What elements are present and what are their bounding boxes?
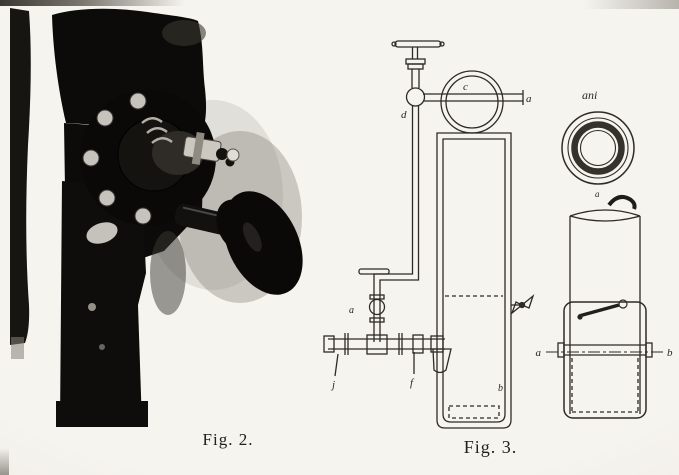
carbide-tube — [569, 194, 641, 414]
down-pipe — [358, 106, 420, 342]
label-a-lower-valve: a — [349, 305, 354, 316]
scan-edge-artifact-top-right — [584, 0, 679, 9]
flange-bolts — [82, 92, 152, 225]
coupling-mechanism — [141, 117, 240, 175]
fig3-caption: Fig. 3. — [463, 437, 518, 457]
label-axis-a: a — [536, 347, 542, 359]
feed-pipe-assembly — [323, 333, 452, 377]
label-f: f — [410, 377, 415, 389]
top-stopcock — [391, 40, 445, 107]
handle-knob — [216, 191, 303, 295]
label-j: j — [330, 379, 335, 391]
scan-film-band — [10, 8, 31, 359]
fig3-diagram: d c a a j f b ani a a b — [323, 40, 673, 429]
pulley-dome — [440, 70, 504, 134]
fig2-photo — [10, 8, 303, 427]
fig2-caption: Fig. 2. — [202, 430, 254, 449]
top-horizontal-pipe — [423, 90, 524, 105]
clamp-collar — [546, 299, 664, 419]
label-c: c — [463, 81, 468, 93]
label-d: d — [401, 109, 407, 121]
label-b-vessel: b — [498, 383, 503, 394]
cylinder-vessel — [436, 132, 512, 429]
sealing-ring — [561, 111, 635, 185]
ring-mark: a — [595, 189, 600, 199]
ring-annotation: ani — [582, 88, 597, 102]
spring-coils — [141, 117, 173, 144]
label-a-pipe-end: a — [526, 93, 532, 105]
label-axis-b: b — [667, 347, 673, 359]
wing-nut — [510, 294, 535, 315]
scan-edge-artifact-bottom-left — [0, 448, 9, 475]
